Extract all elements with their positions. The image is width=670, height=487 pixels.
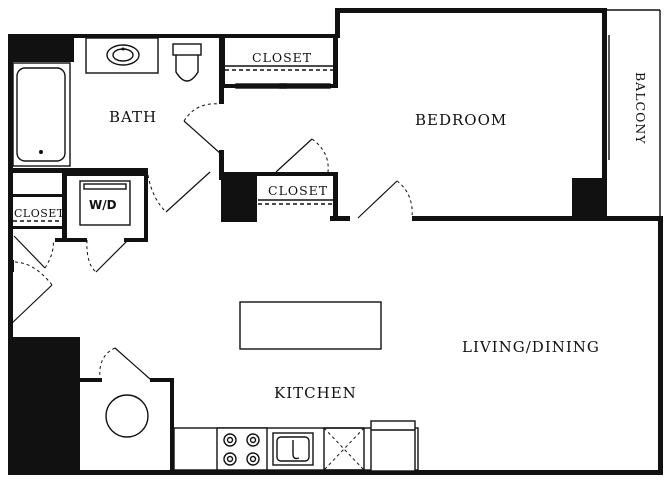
balcony [605, 9, 663, 455]
closet-left-label: CLOSET [14, 207, 65, 220]
closet-top-label: CLOSET [252, 50, 312, 65]
balcony-label: BALCONY [633, 72, 648, 145]
wd-label: W/D [89, 198, 117, 212]
doors [9, 103, 413, 380]
water-heater [105, 394, 149, 438]
living-dining-label: LIVING/DINING [462, 338, 600, 356]
bedroom-label: BEDROOM [415, 111, 507, 129]
bath-label: BATH [109, 108, 157, 126]
dishwasher [323, 427, 365, 471]
closet-mid [258, 199, 333, 205]
bathtub [12, 62, 71, 167]
toilet [172, 43, 202, 82]
kitchen-counter [173, 427, 419, 471]
cooktop [216, 427, 268, 471]
walls [8, 8, 663, 475]
vanity [85, 37, 159, 74]
washer-dryer [79, 180, 131, 226]
refrigerator [370, 420, 416, 472]
kitchen-island [239, 301, 382, 350]
kitchen-label: KITCHEN [274, 384, 357, 402]
closet-top [225, 65, 333, 89]
kitchen-sink [272, 432, 314, 466]
closet-mid-label: CLOSET [268, 183, 328, 198]
